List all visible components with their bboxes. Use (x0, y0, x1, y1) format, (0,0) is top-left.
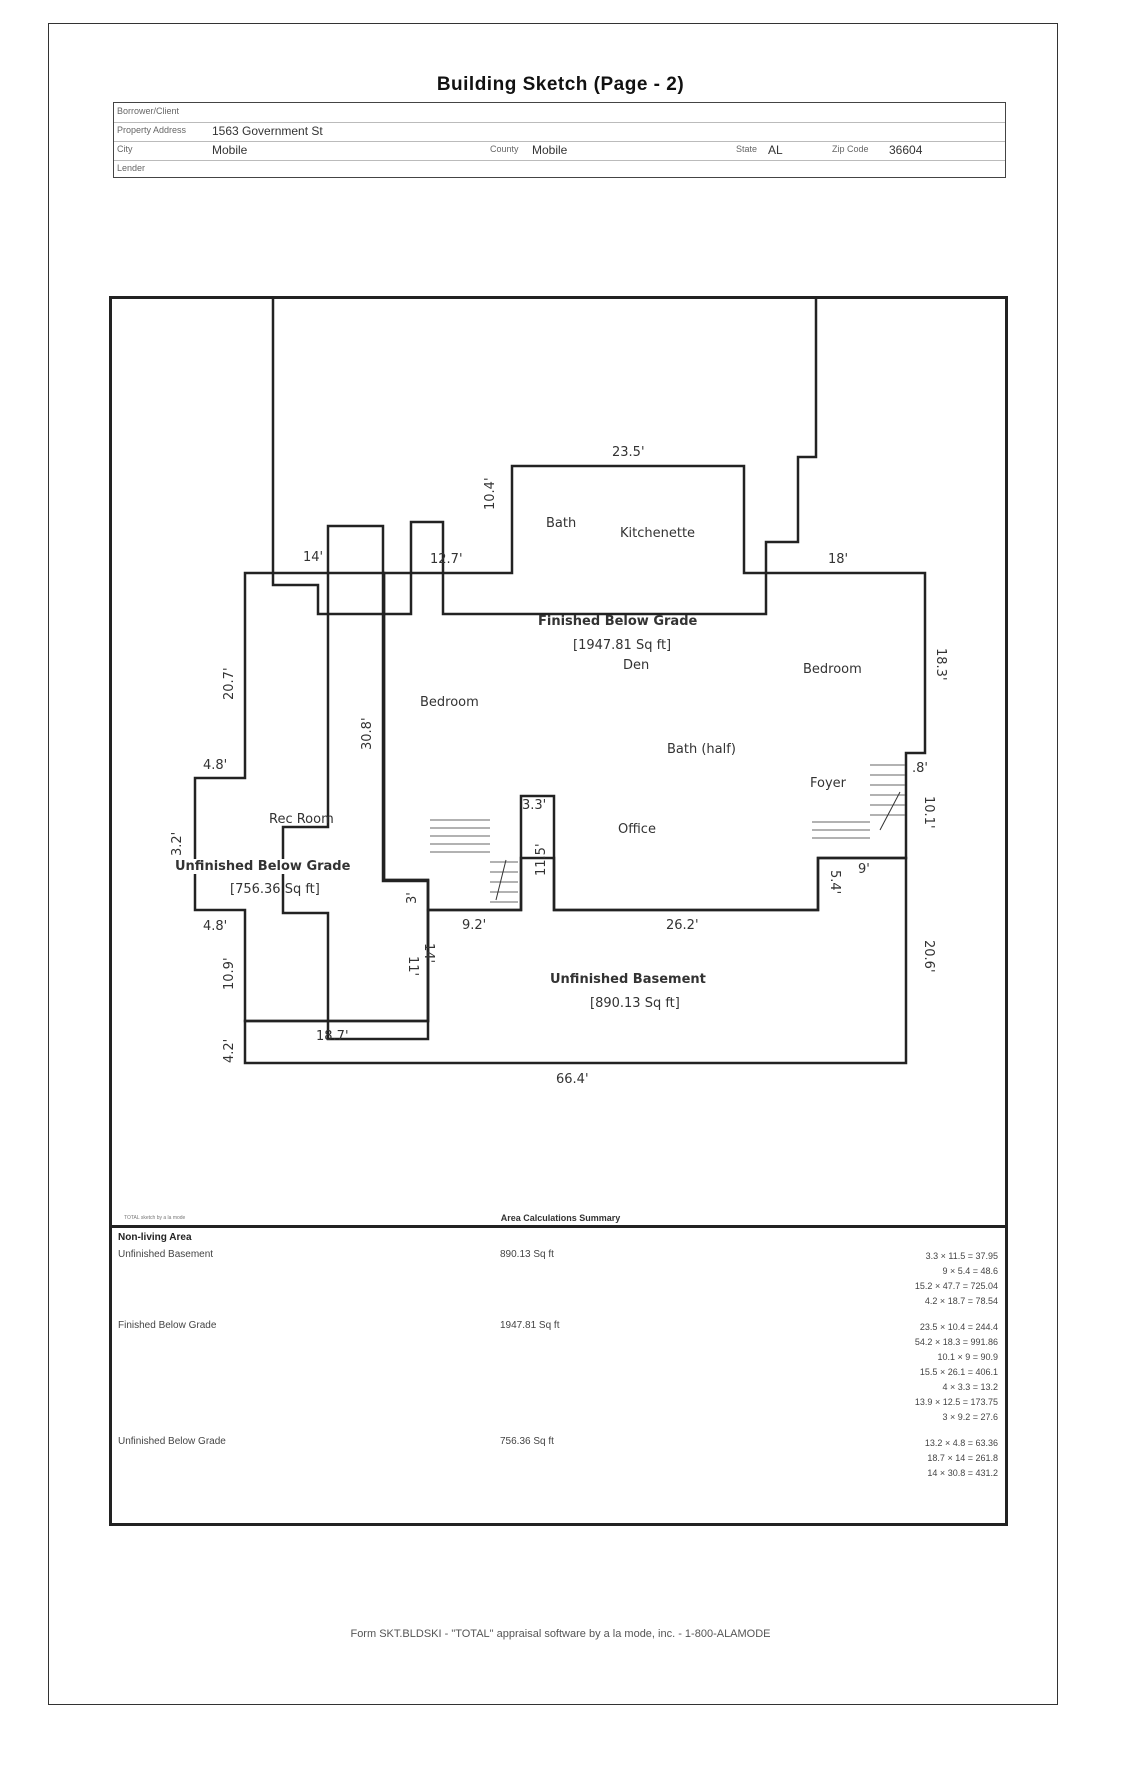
sketch-note: TOTAL sketch by a la mode (124, 1215, 186, 1221)
calc-line: 4.2 × 18.7 = 78.54 (924, 1296, 998, 1306)
zip-label: Zip Code (832, 144, 869, 154)
area-unfinished-bg-value: [756.36 Sq ft] (230, 882, 320, 897)
summary-row-name: Unfinished Basement (118, 1249, 214, 1260)
area-unfinished-bg-name: Unfinished Below Grade (175, 859, 351, 874)
dim-48-top: 4.8' (203, 758, 228, 773)
borrower-label: Borrower/Client (117, 106, 180, 116)
area-finished-name: Finished Below Grade (538, 614, 698, 629)
calc-line: 14 × 30.8 = 431.2 (927, 1468, 998, 1478)
calc-line: 54.2 × 18.3 = 991.86 (914, 1337, 998, 1347)
calc-line: 4 × 3.3 = 13.2 (942, 1382, 998, 1392)
summary-row-calcs: 23.5 × 10.4 = 244.4 54.2 × 18.3 = 991.86… (880, 1320, 998, 1425)
summary-divider (109, 1225, 1008, 1228)
room-den: Den (623, 658, 650, 673)
summary-row-calcs: 3.3 × 11.5 = 37.95 9 × 5.4 = 48.6 15.2 ×… (880, 1249, 998, 1309)
state-label: State (736, 144, 758, 154)
dim-101: 10.1' (921, 796, 936, 829)
calc-line: 3.3 × 11.5 = 37.95 (925, 1251, 998, 1261)
summary-row-area: 890.13 Sq ft (500, 1249, 554, 1260)
dim-206: 20.6' (921, 940, 936, 973)
page-footer: Form SKT.BLDSKI - "TOTAL" appraisal soft… (350, 1628, 771, 1640)
calc-line: 9 × 5.4 = 48.6 (942, 1266, 998, 1276)
dim-115: 11.5' (534, 843, 549, 876)
property-header: Borrower/Client Property Address 1563 Go… (113, 102, 1006, 178)
address-label: Property Address (117, 125, 187, 135)
dim-9: 9' (858, 862, 870, 877)
dim-54: 5.4' (827, 870, 842, 895)
summary-row-calcs: 13.2 × 4.8 = 63.36 18.7 × 14 = 261.8 14 … (880, 1436, 998, 1481)
summary-row-name: Finished Below Grade (118, 1320, 217, 1331)
room-bedroom-right: Bedroom (803, 662, 862, 677)
room-kitchenette: Kitchenette (620, 526, 696, 541)
room-bath: Bath (546, 516, 577, 531)
area-basement-value: [890.13 Sq ft] (590, 996, 680, 1011)
page-border (48, 23, 1058, 1705)
dim-183: 18.3' (933, 648, 948, 681)
city-row: City Mobile County Mobile State AL Zip C… (114, 141, 1005, 161)
address-value: 1563 Government St (212, 124, 323, 138)
dim-32: 3.2' (170, 831, 185, 856)
address-row: Property Address 1563 Government St (114, 122, 1005, 142)
dim-48-bottom: 4.8' (203, 919, 228, 934)
summary-section-label: Non-living Area (118, 1232, 192, 1243)
sketch-frame (109, 296, 1008, 1526)
stairs-right (812, 764, 905, 839)
dim-92: 9.2' (462, 918, 487, 933)
state-value: AL (768, 143, 783, 157)
dim-bath-side: 10.4' (483, 477, 498, 510)
dim-18: 18' (828, 552, 849, 567)
borrower-row: Borrower/Client (114, 103, 1005, 123)
summary-row-area: 1947.81 Sq ft (500, 1320, 560, 1331)
dim-664: 66.4' (556, 1072, 589, 1087)
calc-line: 15.2 × 47.7 = 725.04 (914, 1281, 998, 1291)
calc-line: 23.5 × 10.4 = 244.4 (919, 1322, 998, 1332)
area-basement-name: Unfinished Basement (550, 972, 706, 987)
county-value: Mobile (532, 143, 568, 157)
dim-308: 30.8' (360, 717, 375, 750)
summary-row-name: Unfinished Below Grade (118, 1436, 226, 1447)
dim-rec-top: 14' (303, 550, 324, 565)
lender-label: Lender (117, 163, 146, 173)
calc-line: 3 × 9.2 = 27.6 (942, 1412, 998, 1422)
calc-line: 10.1 × 9 = 90.9 (937, 1352, 998, 1362)
room-rec-room: Rec Room (269, 812, 334, 827)
calc-line: 13.9 × 12.5 = 173.75 (914, 1397, 998, 1407)
city-label: City (117, 144, 133, 154)
finished-outline (271, 296, 818, 616)
dim-3: 3' (405, 892, 420, 904)
dim-262: 26.2' (666, 918, 699, 933)
summary-title: Area Calculations Summary (500, 1213, 621, 1223)
dim-14-side: 14' (421, 943, 436, 964)
dim-109: 10.9' (222, 957, 237, 990)
dim-42: 4.2' (222, 1038, 237, 1063)
county-label: County (490, 144, 519, 154)
room-bath-half: Bath (half) (667, 742, 736, 757)
room-bedroom-left: Bedroom (420, 695, 479, 710)
stairs-left (430, 819, 518, 903)
lender-row: Lender (114, 160, 1005, 179)
dim-08: .8' (912, 761, 928, 776)
zip-value: 36604 (889, 143, 923, 157)
calc-line: 18.7 × 14 = 261.8 (927, 1453, 998, 1463)
dim-127: 12.7' (430, 552, 463, 567)
room-foyer: Foyer (810, 776, 847, 791)
dim-33: 3.3' (522, 798, 547, 813)
dim-top: 23.5' (612, 445, 645, 460)
dim-11: 11' (405, 956, 420, 977)
calc-line: 13.2 × 4.8 = 63.36 (924, 1438, 998, 1448)
room-office: Office (618, 822, 656, 837)
dim-187: 18.7' (316, 1029, 349, 1044)
unfinished-basement-wall (243, 856, 908, 1065)
page-title: Building Sketch (Page - 2) (436, 74, 685, 95)
calc-line: 15.5 × 26.1 = 406.1 (919, 1367, 998, 1377)
dim-207: 20.7' (222, 667, 237, 700)
city-value: Mobile (212, 143, 248, 157)
area-finished-value: [1947.81 Sq ft] (573, 638, 672, 653)
summary-row-area: 756.36 Sq ft (500, 1436, 554, 1447)
